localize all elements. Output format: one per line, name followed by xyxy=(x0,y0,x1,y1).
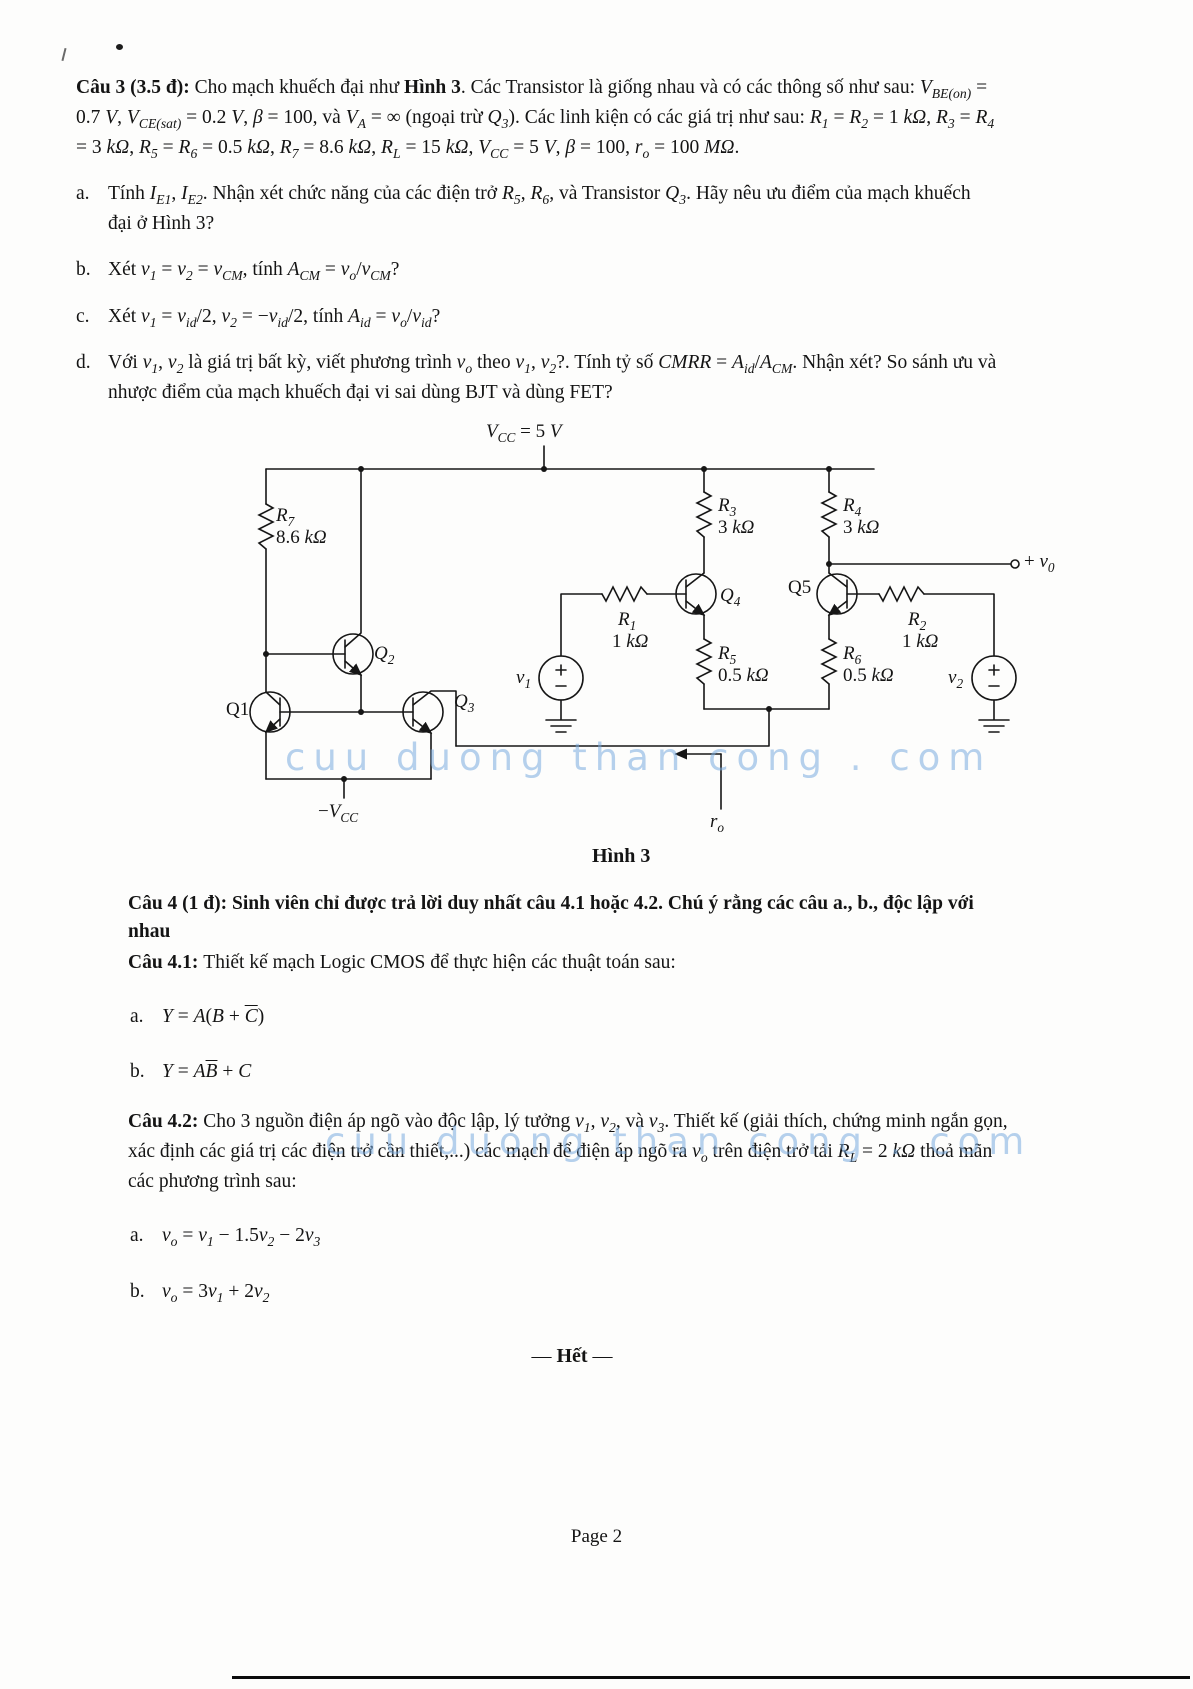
equation-text: vo = 3v1 + 2v2 xyxy=(162,1281,270,1305)
item-label: a. xyxy=(130,1225,144,1247)
plus-sign xyxy=(988,663,1000,676)
label-q5: Q5 xyxy=(788,576,812,598)
label-vout: + v0 xyxy=(1024,550,1055,575)
source-v1 xyxy=(538,654,584,701)
equation-42a: a. vo = v1 − 1.5v2 − 2v3 xyxy=(130,1222,1016,1252)
label-r6-name: R6 xyxy=(843,642,862,667)
page-number: Page 2 xyxy=(570,1526,623,1547)
transistor-q5 xyxy=(816,571,880,640)
resistor-r2 xyxy=(878,585,925,602)
source-v2 xyxy=(971,654,1017,701)
label-v1: v1 xyxy=(516,666,532,691)
transistor-q2 xyxy=(332,467,374,713)
label-r4-name: R4 xyxy=(843,494,862,519)
scan-edge-line xyxy=(232,1676,1190,1679)
label-r3-value: 3 kΩ xyxy=(718,516,755,538)
junction-dots xyxy=(263,465,832,782)
resistor-r6 xyxy=(821,637,837,685)
ro-arrow xyxy=(674,748,722,810)
item-text: Xét v1 = vid/2, v2 = −vid/2, tính Aid = … xyxy=(108,305,441,330)
cau3-item-b: b. Xét v1 = v2 = vCM, tính ACM = vo/vCM? xyxy=(76,256,998,286)
transistor-q1 xyxy=(249,690,291,780)
resistor-r3 xyxy=(696,490,712,538)
item-text: Xét v1 = v2 = vCM, tính ACM = vo/vCM? xyxy=(108,258,400,283)
output-terminal xyxy=(1010,558,1020,569)
label-r6-value: 0.5 kΩ xyxy=(843,664,894,686)
item-label: b. xyxy=(130,1281,145,1303)
cau41-intro: Câu 4.1: Thiết kế mạch Logic CMOS để thự… xyxy=(128,951,676,973)
item-label: b. xyxy=(130,1060,145,1082)
label-q3: Q3 xyxy=(454,690,475,715)
label-r1-name: R1 xyxy=(618,608,637,633)
resistor-r1 xyxy=(601,585,648,602)
equation-42b: b. vo = 3v1 + 2v2 xyxy=(130,1278,1016,1308)
scan-artifact-dot xyxy=(116,44,123,50)
label-r5-name: R5 xyxy=(718,642,737,667)
cau42-intro: Câu 4.2: Cho 3 nguồn điện áp ngõ vào độc… xyxy=(128,1111,1008,1192)
item-label: c. xyxy=(76,305,90,327)
label-vcc: VCC = 5 V xyxy=(486,420,562,445)
label-r4-value: 3 kΩ xyxy=(843,516,880,538)
equation-text: Y = AB + C xyxy=(162,1060,252,1082)
page-content: Câu 3 (3.5 đ): Cho mạch khuếch đại như H… xyxy=(76,74,1076,1371)
equation-41b: b. Y = AB + C xyxy=(130,1058,1016,1086)
item-label: d. xyxy=(76,352,91,374)
label-r5-value: 0.5 kΩ xyxy=(718,664,769,686)
label-r2-value: 1 kΩ xyxy=(902,630,939,652)
label-r1-value: 1 kΩ xyxy=(612,630,649,652)
section-cau4: Câu 4 (1 đ): Sinh viên chỉ được trả lời … xyxy=(128,890,1016,1371)
ground-symbol-v2 xyxy=(978,698,1010,733)
transistor-q3 xyxy=(402,689,457,780)
label-ro: ro xyxy=(710,810,725,835)
cau3-item-a: a. Tính IE1, IE2. Nhận xét chức năng của… xyxy=(76,180,998,238)
cau4-heading: Câu 4 (1 đ): Sinh viên chỉ được trả lời … xyxy=(128,892,974,943)
resistor-r5 xyxy=(696,637,712,685)
item-label: a. xyxy=(130,1006,144,1028)
item-label: a. xyxy=(76,183,90,205)
label-q2: Q2 xyxy=(374,642,395,667)
equation-41a: a. Y = A(B + C) xyxy=(130,1003,1016,1031)
item-text: Với v1, v2 là giá trị bất kỳ, viết phươn… xyxy=(108,352,997,404)
resistor-r7 xyxy=(258,502,274,550)
cau3-item-d: d. Với v1, v2 là giá trị bất kỳ, viết ph… xyxy=(76,349,998,407)
v1-wires xyxy=(560,592,603,657)
circuit-diagram-svg xyxy=(249,444,1020,810)
watermark-text: cuu duong than cong . com xyxy=(285,736,993,779)
label-r7-value: 8.6 kΩ xyxy=(276,526,327,548)
equation-text: Y = A(B + C) xyxy=(162,1006,265,1028)
figure-caption: Hình 3 xyxy=(592,844,651,867)
end-marker: –– Hết –– xyxy=(531,1344,613,1367)
label-q1: Q1 xyxy=(226,698,250,720)
left-branch-wire xyxy=(265,467,346,693)
resistor-r4 xyxy=(821,490,837,538)
section-cau3: Câu 3 (3.5 đ): Cho mạch khuếch đại như H… xyxy=(76,74,998,408)
label-v2: v2 xyxy=(948,666,964,691)
label-r7-name: R7 xyxy=(276,504,295,529)
plus-sign xyxy=(555,663,567,676)
v2-wires xyxy=(923,592,995,657)
figure-hinh3: VCC = 5 V R7 8.6 kΩ Q2 Q1 Q3 R3 3 kΩ R4 … xyxy=(224,420,1076,880)
cau3-item-c: c. Xét v1 = vid/2, v2 = −vid/2, tính Aid… xyxy=(76,303,998,333)
label-q4: Q4 xyxy=(720,584,741,609)
ground-symbol-v1 xyxy=(545,698,577,733)
equation-text: vo = v1 − 1.5v2 − 2v3 xyxy=(162,1225,321,1250)
label-r2-name: R2 xyxy=(908,608,927,633)
transistor-q4 xyxy=(646,571,717,640)
item-label: b. xyxy=(76,258,91,280)
cau3-intro: Câu 3 (3.5 đ): Cho mạch khuếch đại như H… xyxy=(76,77,995,161)
watermark-text: cuu duong than cong . com xyxy=(325,1120,1033,1163)
label-r3-name: R3 xyxy=(718,494,737,519)
item-text: Tính IE1, IE2. Nhận xét chức năng của cá… xyxy=(108,183,971,235)
label-neg-vcc: −VCC xyxy=(318,800,359,825)
